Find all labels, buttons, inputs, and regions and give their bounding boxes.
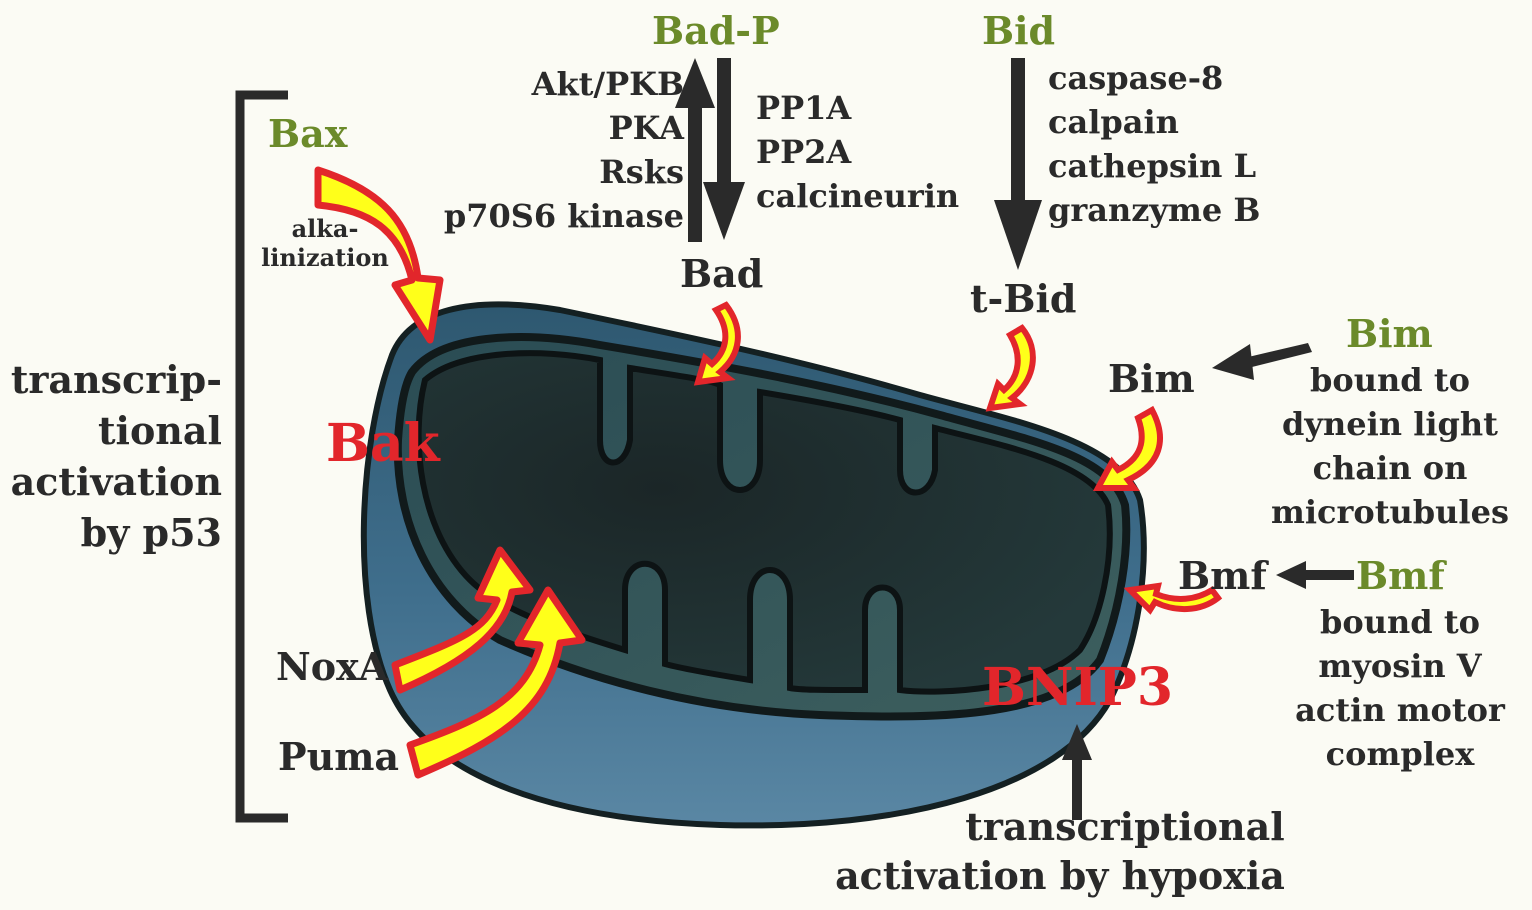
bim-label: Bim — [1108, 360, 1195, 398]
bak-label: Bak — [326, 418, 440, 470]
bmf-note: bound to myosin V actin motor complex — [1290, 600, 1510, 777]
protease-caspase8: caspase-8 — [1048, 56, 1260, 100]
bim-note-line-3: chain on — [1270, 446, 1510, 490]
p53-activation-label: transcrip- tional activation by p53 — [0, 355, 222, 559]
noxa-label: NoxA — [276, 648, 388, 686]
bad-label: Bad — [680, 255, 763, 293]
bmf-note-line-3: actin motor — [1290, 688, 1510, 732]
bmf-source-label: Bmf — [1356, 557, 1445, 595]
bnip3-label: BNIP3 — [982, 662, 1173, 714]
bax-label: Bax — [268, 115, 347, 153]
p53-bracket — [240, 95, 288, 818]
p53-line-4: by p53 — [0, 508, 222, 559]
phosphatase-pp2a: PP2A — [756, 130, 959, 174]
kinase-akt: Akt/PKB — [440, 62, 684, 106]
bim-hook-arrow — [1098, 410, 1160, 488]
bmf-label: Bmf — [1178, 557, 1267, 595]
bid-label: Bid — [982, 12, 1055, 50]
bim-source-label: Bim — [1346, 315, 1433, 353]
bim-note: bound to dynein light chain on microtubu… — [1270, 358, 1510, 535]
alkalinization-line-1: alka- — [250, 215, 400, 244]
kinase-p70s6: p70S6 kinase — [440, 194, 684, 238]
hypoxia-line-2: activation by hypoxia — [830, 851, 1290, 900]
bmf-note-line-4: complex — [1290, 732, 1510, 776]
hypoxia-activation-label: transcriptional activation by hypoxia — [830, 802, 1290, 901]
bad-phosphorylation-arrows — [675, 58, 745, 242]
phosphatase-pp1a: PP1A — [756, 86, 959, 130]
phosphatase-list: PP1A PP2A calcineurin — [756, 86, 959, 218]
bim-note-line-1: bound to — [1270, 358, 1510, 402]
bad-p-label: Bad-P — [652, 12, 780, 50]
kinase-rsks: Rsks — [440, 150, 684, 194]
protease-list: caspase-8 calpain cathepsin L granzyme B — [1048, 56, 1260, 233]
bid-cleavage-arrow — [994, 58, 1042, 270]
protease-cathepsin: cathepsin L — [1048, 144, 1260, 188]
puma-label: Puma — [278, 738, 399, 776]
kinase-pka: PKA — [440, 106, 684, 150]
bim-note-line-4: microtubules — [1270, 490, 1510, 534]
kinase-list: Akt/PKB PKA Rsks p70S6 kinase — [440, 62, 684, 239]
p53-line-2: tional — [0, 406, 222, 457]
protease-calpain: calpain — [1048, 100, 1260, 144]
protease-granzyme: granzyme B — [1048, 188, 1260, 232]
alkalinization-label: alka- linization — [250, 215, 400, 273]
tbid-label: t-Bid — [970, 280, 1076, 318]
bmf-release-arrow — [1276, 561, 1354, 589]
p53-line-1: transcrip- — [0, 355, 222, 406]
bmf-note-line-1: bound to — [1290, 600, 1510, 644]
p53-line-3: activation — [0, 457, 222, 508]
bim-note-line-2: dynein light — [1270, 402, 1510, 446]
phosphatase-calcineurin: calcineurin — [756, 174, 959, 218]
tbid-hook-arrow — [990, 328, 1033, 408]
alkalinization-line-2: linization — [250, 244, 400, 273]
bmf-note-line-2: myosin V — [1290, 644, 1510, 688]
hypoxia-line-1: transcriptional — [830, 802, 1290, 851]
